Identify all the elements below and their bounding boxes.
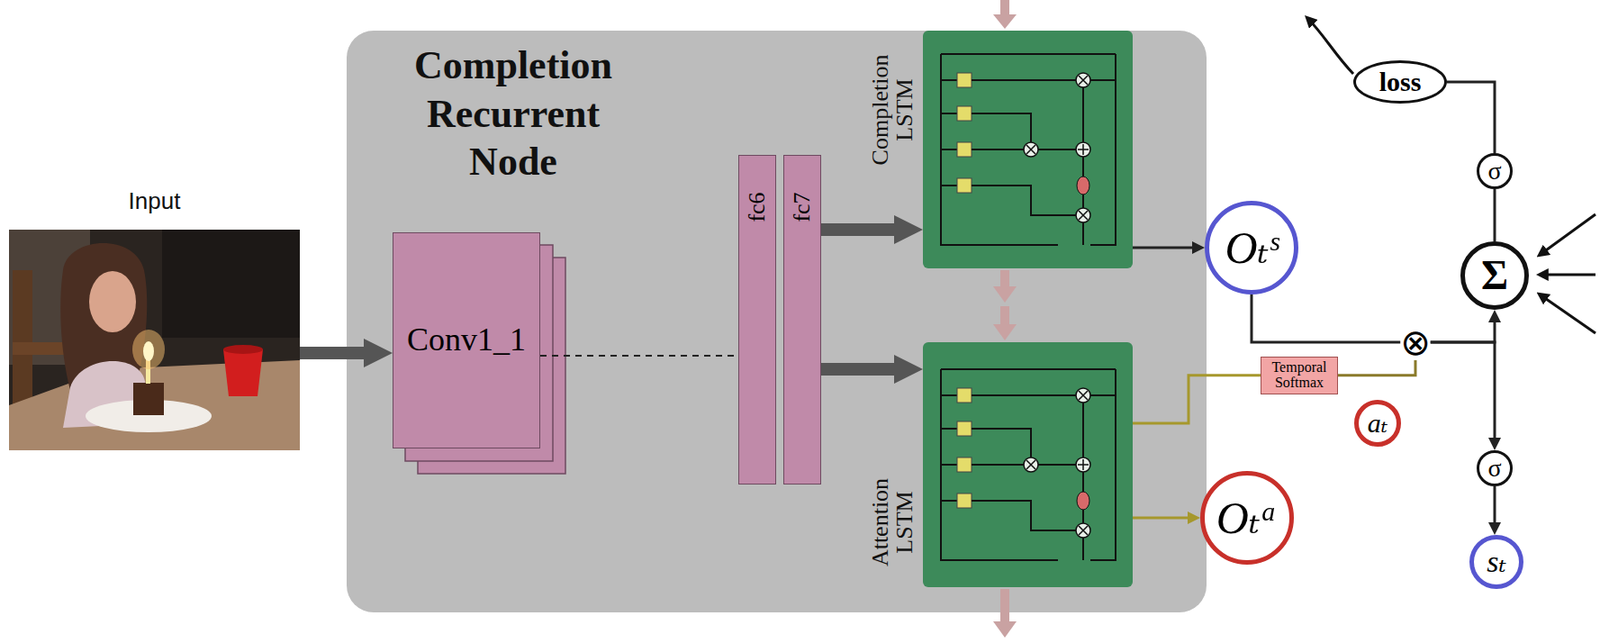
input-photo xyxy=(133,382,164,416)
lstm-internals xyxy=(940,369,1116,561)
layer-label: Conv1_1 xyxy=(406,322,526,359)
fc-layer-bar: fc6 xyxy=(738,154,777,485)
input-label: Input xyxy=(128,188,181,215)
recurrent-arrow xyxy=(993,286,1017,303)
input-photo xyxy=(132,329,165,370)
fc-layer-bar: fc7 xyxy=(783,154,822,485)
sum-input-arrow xyxy=(1539,214,1596,255)
region-background xyxy=(346,30,1207,613)
softmax-box: Temporal Softmax xyxy=(1260,356,1338,395)
sum-circle: Σ xyxy=(1460,241,1529,310)
recurrent-arrow xyxy=(1000,270,1010,287)
connector xyxy=(1430,317,1495,343)
connector xyxy=(299,346,371,360)
recurrent-arrow xyxy=(993,0,1017,638)
connector xyxy=(1132,516,1193,520)
output-circle: Oₜᵃ xyxy=(1200,470,1294,565)
conv-layer-box: Conv1_1 xyxy=(392,232,541,449)
input-photo xyxy=(89,271,136,333)
connector xyxy=(540,354,739,357)
region-title: Completion Recurrent Node xyxy=(387,41,640,187)
multiply-symbol: ⊗ xyxy=(1400,324,1431,361)
sigmoid-circle: σ xyxy=(1476,450,1513,487)
op-symbol: σ xyxy=(1487,455,1501,481)
lstm-cell: Attention LSTM xyxy=(922,342,1133,588)
op-symbol: ⊗ xyxy=(1400,324,1431,361)
sum-input-arrow xyxy=(1539,294,1596,334)
input-photo xyxy=(223,344,263,354)
sigmoid-circle: σ xyxy=(1476,153,1513,190)
recurrent-arrow xyxy=(1000,306,1010,325)
lstm-body xyxy=(922,342,1133,588)
layer-label: fc6 xyxy=(745,191,769,222)
output-circle: Oₜˢ xyxy=(1204,200,1299,295)
recurrent-arrow xyxy=(1000,588,1010,622)
input-frame: Input xyxy=(9,184,300,451)
variable-label: sₜ xyxy=(1486,546,1507,578)
input-photo xyxy=(162,229,300,338)
recurrent-arrow xyxy=(993,621,1017,638)
input-photo xyxy=(9,229,300,451)
connector xyxy=(821,362,902,376)
loss-label: loss xyxy=(1379,68,1422,96)
score-circle: sₜ xyxy=(1469,534,1524,589)
connector xyxy=(1493,486,1497,527)
recurrent-node-region: Conv1_1 fc6 fc7 Completion LSTM Attention LS… xyxy=(346,30,1207,613)
input-photo xyxy=(223,349,263,397)
loss-output-arrow xyxy=(1307,18,1354,74)
connector xyxy=(1132,246,1197,250)
connector xyxy=(821,223,902,236)
recurrent-arrow xyxy=(1000,0,1010,15)
lstm-body xyxy=(922,30,1133,269)
connector xyxy=(1251,294,1401,343)
input-photo xyxy=(143,341,154,362)
op-symbol: σ xyxy=(1487,158,1501,184)
connector xyxy=(1446,81,1495,154)
variable-label: aₜ xyxy=(1367,409,1388,437)
sum-input-arrow xyxy=(1539,273,1596,277)
recurrent-arrow xyxy=(993,324,1017,341)
recurrent-arrow xyxy=(993,14,1017,29)
op-symbol: Σ xyxy=(1481,254,1509,297)
attention-weight-circle: aₜ xyxy=(1354,399,1402,447)
variable-label: Oₜᵃ xyxy=(1216,495,1278,541)
variable-label: Oₜˢ xyxy=(1225,225,1279,271)
lstm-label: Attention LSTM xyxy=(867,459,918,586)
connector xyxy=(1430,342,1495,443)
lstm-cell: Completion LSTM xyxy=(922,30,1133,269)
lstm-internals xyxy=(940,54,1116,245)
connector xyxy=(1132,375,1261,424)
connector xyxy=(1493,189,1497,242)
connector xyxy=(1337,360,1416,376)
input-photo xyxy=(9,229,300,451)
box-label: Temporal Softmax xyxy=(1266,360,1332,391)
loss-ellipse: loss xyxy=(1353,60,1447,104)
layer-label: fc7 xyxy=(790,191,814,222)
lstm-label: Completion LSTM xyxy=(867,46,918,173)
